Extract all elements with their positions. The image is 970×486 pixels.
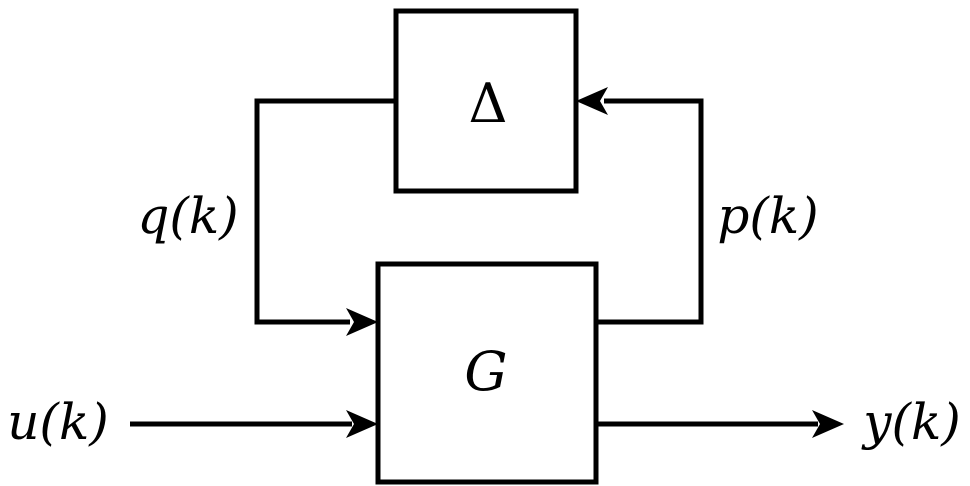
- q-signal-arrowhead: [346, 308, 378, 336]
- y-signal-arrowhead: [812, 410, 844, 438]
- p-signal-arrowhead: [576, 87, 608, 115]
- q-signal-wire: [254, 98, 396, 325]
- u-signal-arrowhead: [346, 410, 378, 438]
- u-signal-label: u(k): [7, 393, 109, 451]
- q-signal-label: q(k): [137, 187, 238, 245]
- p-signal-wire: [596, 98, 704, 325]
- g-block-label: G: [464, 340, 507, 403]
- p-signal-label: p(k): [717, 187, 818, 245]
- g-block: [375, 261, 599, 485]
- delta-block-label: Δ: [469, 72, 508, 135]
- y-signal-label: y(k): [861, 393, 961, 451]
